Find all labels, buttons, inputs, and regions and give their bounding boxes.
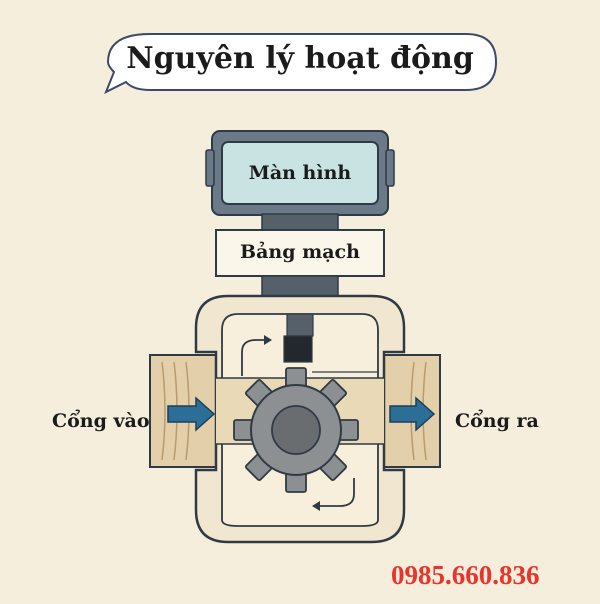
inlet-label: Cổng vào [52, 410, 150, 432]
inlet-flow-arrow [167, 396, 216, 432]
sensor-stem [261, 275, 339, 297]
sensor-probe [283, 335, 313, 363]
rotation-arrow-bottom-head [312, 501, 320, 511]
sensor-probe-collar [286, 313, 314, 337]
title-bubble [104, 33, 498, 95]
rotation-arrow-top-head [264, 335, 272, 345]
screen-label: Màn hình [248, 162, 352, 184]
outlet-flow-arrow [389, 396, 436, 432]
outlet-label: Cổng ra [455, 410, 539, 432]
phone-number[interactable]: 0985.660.836 [391, 560, 540, 590]
rotation-arrow-top [241, 339, 266, 376]
rotation-arrow-bottom [318, 478, 355, 507]
gear-icon [233, 367, 359, 493]
circuit-board-label: Bảng mạch [240, 241, 360, 263]
page-title: Nguyên lý hoạt động [126, 41, 474, 76]
head-neck [261, 213, 339, 231]
display-screen [221, 141, 379, 205]
display-head-tab-right [385, 149, 395, 187]
display-head-tab-left [205, 149, 215, 187]
